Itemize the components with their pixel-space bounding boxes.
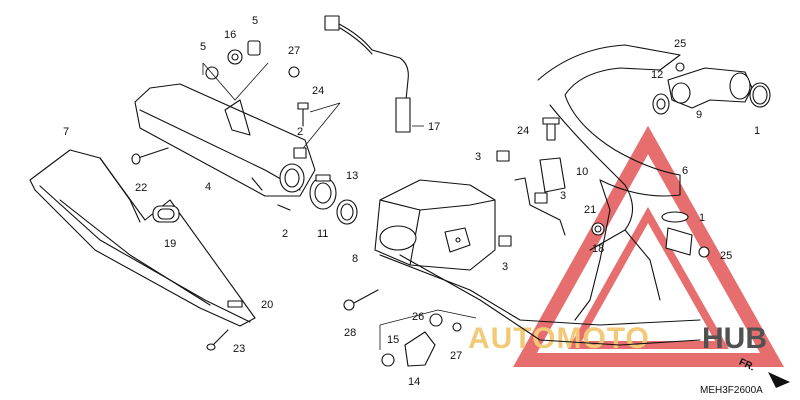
callout-13: 13 <box>346 170 358 182</box>
callout-labels: 5 16 5 27 24 2 7 4 22 19 2 11 13 17 8 20… <box>63 15 760 388</box>
callout-2-a: 2 <box>297 126 303 138</box>
pipe-protector <box>379 309 477 367</box>
gasket-13 <box>336 199 358 225</box>
direction-arrow-icon <box>768 372 790 388</box>
watermark-text-hub: HUB <box>702 322 767 355</box>
muffler-mount-hardware <box>202 40 300 101</box>
callout-10: 10 <box>576 166 588 178</box>
diagram-code: MEH3F2600A <box>700 385 763 396</box>
callout-4: 4 <box>205 181 211 193</box>
callout-3-a: 3 <box>475 151 481 163</box>
band-clamp <box>309 174 337 210</box>
callout-24-a: 24 <box>312 85 324 97</box>
callout-24-b: 24 <box>517 125 529 137</box>
callout-3-c: 3 <box>502 261 508 273</box>
callout-6: 6 <box>682 165 688 177</box>
callout-28: 28 <box>344 327 356 339</box>
watermark: AUTOMOTO HUB <box>468 125 784 367</box>
muffler <box>134 83 316 197</box>
exhaust-flange <box>665 227 710 258</box>
bolt-28 <box>343 289 379 311</box>
callout-15: 15 <box>387 334 399 346</box>
joint-pipe <box>667 62 753 109</box>
callout-5-b: 5 <box>200 41 206 53</box>
bolt-24-upper <box>297 102 341 153</box>
pipe-clamp-bracket <box>514 117 566 236</box>
watermark-text-auto: AUTOMOTO <box>468 322 650 355</box>
callout-8: 8 <box>352 253 358 265</box>
clips-3 <box>496 150 548 247</box>
grommet <box>152 205 180 223</box>
exhaust-chamber <box>374 179 496 271</box>
exhaust-pipe <box>379 44 701 346</box>
callout-25-b: 25 <box>720 250 732 262</box>
callout-14: 14 <box>408 376 420 388</box>
screw-23 <box>206 329 229 351</box>
heat-shield-muffler <box>29 149 256 327</box>
collar-20 <box>227 300 243 308</box>
callout-16: 16 <box>224 29 236 41</box>
callout-3-b: 3 <box>560 190 566 202</box>
clip-2-lower <box>277 204 291 211</box>
callout-7: 7 <box>63 126 69 138</box>
callout-23: 23 <box>233 343 245 355</box>
callout-11: 11 <box>317 228 328 240</box>
callout-9: 9 <box>696 109 702 121</box>
callout-1-b: 1 <box>699 212 705 224</box>
callout-22: 22 <box>135 182 147 194</box>
callout-5-a: 5 <box>252 15 258 27</box>
bolt-22 <box>131 147 169 165</box>
callout-18: 18 <box>592 243 604 255</box>
callout-27-a: 27 <box>288 45 300 57</box>
gasket-1-upper <box>749 82 771 108</box>
oxygen-sensor <box>324 15 424 133</box>
callout-2-b: 2 <box>282 228 288 240</box>
callout-25-a: 25 <box>674 38 686 50</box>
callout-27-b: 27 <box>450 350 462 362</box>
callout-1-a: 1 <box>754 125 760 137</box>
watermark-triangle-outer <box>513 125 784 367</box>
callout-21: 21 <box>584 204 596 216</box>
clip-2-upper <box>293 147 307 159</box>
callout-17: 17 <box>428 121 440 133</box>
callout-12: 12 <box>651 69 663 81</box>
callout-26: 26 <box>412 311 424 323</box>
washer-18 <box>591 222 605 236</box>
gasket-12 <box>652 93 670 115</box>
callout-20: 20 <box>261 299 273 311</box>
callout-19: 19 <box>164 238 176 250</box>
watermark-triangle-inner <box>568 206 729 349</box>
gasket-1-lower <box>661 211 689 223</box>
